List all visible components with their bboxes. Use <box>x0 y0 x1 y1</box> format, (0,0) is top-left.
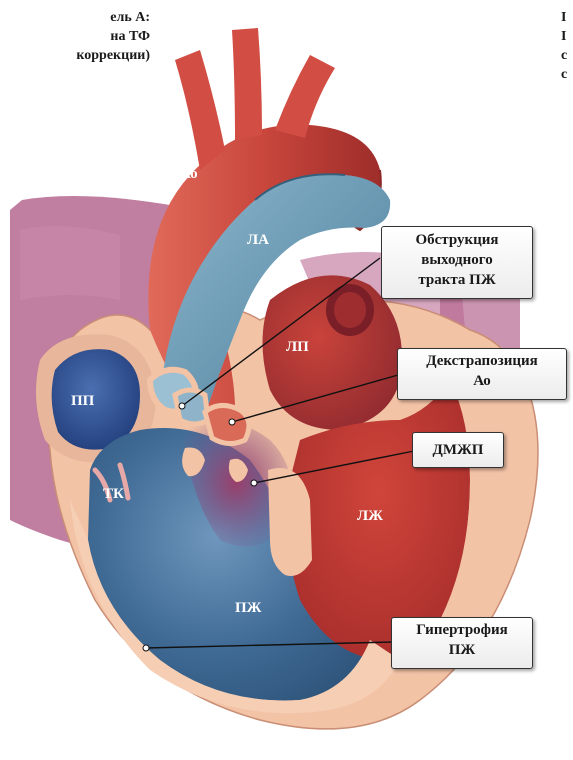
label-right-ventricle: ПЖ <box>235 600 262 617</box>
callout-aortic-dextraposition: Декстрапозиция Ао <box>397 348 567 400</box>
callout-rv-hypertrophy: Гипертрофия ПЖ <box>391 617 533 669</box>
callout-rvot-line-2: выходного <box>382 250 532 270</box>
label-tricuspid-valve: ТК <box>103 486 124 503</box>
header-right-line-1: I <box>561 8 573 27</box>
header-left-line-1: ель А: <box>0 8 150 27</box>
callout-hypertrophy-line-1: Гипертрофия <box>392 620 532 640</box>
label-pulmonary-artery: ЛА <box>247 232 269 249</box>
callout-dextra-line-1: Декстрапозиция <box>398 351 566 371</box>
callout-vsd-line-1: ДМЖП <box>413 433 503 467</box>
callout-vsd: ДМЖП <box>412 432 504 468</box>
callout-rvot-line-3: тракта ПЖ <box>382 270 532 290</box>
header-right-line-2: I <box>561 27 573 46</box>
callout-rvot-line-1: Обструкция <box>382 230 532 250</box>
callout-rvot-obstruction: Обструкция выходного тракта ПЖ <box>381 226 533 299</box>
aortic-valve <box>205 405 249 443</box>
callout-dextra-line-2: Ао <box>398 371 566 391</box>
header-right-line-3: c <box>561 46 573 65</box>
panel-header-right: I I c c <box>561 8 573 84</box>
panel-header-left: ель А: на ТФ коррекции) <box>0 8 150 65</box>
label-left-ventricle: ЛЖ <box>357 508 383 525</box>
label-left-atrium: ЛП <box>286 339 309 356</box>
label-right-atrium: ПП <box>71 393 94 410</box>
header-left-line-2: на ТФ <box>0 27 150 46</box>
label-aorta: Ао <box>180 166 198 183</box>
header-right-line-4: c <box>561 65 573 84</box>
header-left-line-3: коррекции) <box>0 46 150 65</box>
callout-hypertrophy-line-2: ПЖ <box>392 640 532 660</box>
